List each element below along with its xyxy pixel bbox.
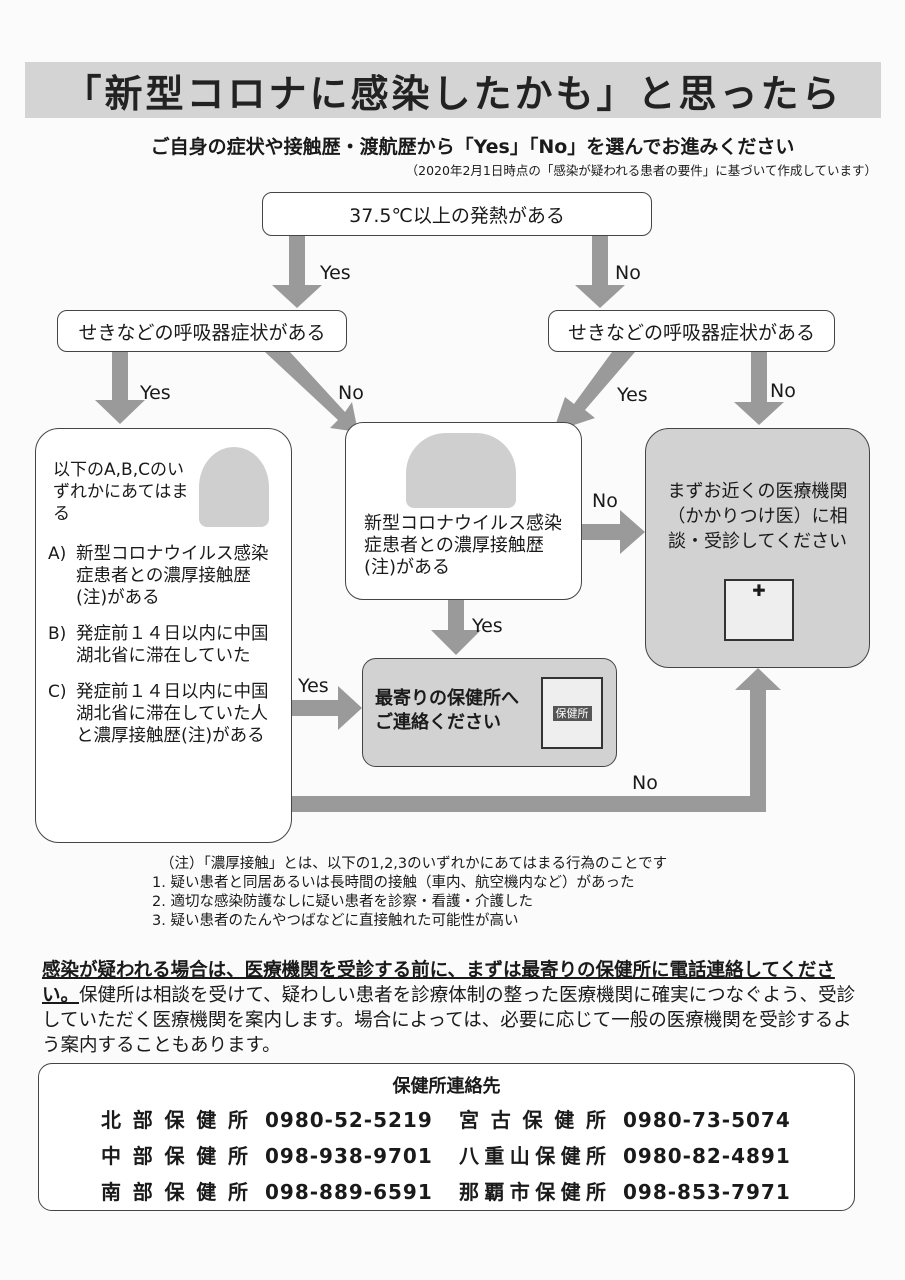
abc-box: 以下のA,B,Cのいずれかにあてはまる A) 新型コロナウイルス感染症患者との濃厚…: [35, 428, 292, 843]
office-phone: 0980-73-5074: [623, 1108, 791, 1132]
condition-text: 発症前１４日以内に中国湖北省に滞在していた: [76, 624, 269, 666]
contact-check-box: 新型コロナウイルス感染症患者との濃厚接触歴(注)がある: [345, 422, 582, 600]
contact-box: 保健所連絡先 北部保健所 0980-52-5219 宮古保健所 0980-73-507…: [38, 1063, 855, 1211]
abc-condition: B) 発症前１４日以内に中国湖北省に滞在していた: [48, 623, 281, 667]
arrow-right-yes: [553, 352, 635, 432]
health-center-box: 最寄りの保健所へご連絡ください 保健所: [362, 658, 617, 767]
thinking-person-illustration: [199, 447, 269, 527]
office-name: 那覇市保健所: [459, 1180, 607, 1204]
condition-key: C): [48, 682, 67, 702]
label-no: No: [338, 382, 364, 404]
subtitle: ご自身の症状や接触歴・渡航歴から「Yes」「No」を選んでお進みください: [150, 136, 795, 158]
contact-row: 南部保健所 098-889-6591: [101, 1176, 433, 1205]
office-phone: 0980-52-5219: [265, 1108, 433, 1132]
office-name: 南部保健所: [101, 1180, 249, 1204]
guidance-emphasis: 感染が疑われる場合は、医療機関を受診する前に、まずは最寄りの保健所に電話連絡して…: [42, 960, 835, 1006]
label-yes: Yes: [320, 262, 351, 284]
arrow-mid-no: [582, 510, 645, 554]
office-name: 八重山保健所: [459, 1144, 607, 1168]
arrow-abc-yes: [292, 686, 362, 730]
abc-title: 以下のA,B,Cのいずれかにあてはまる: [53, 460, 189, 524]
condition-text: 発症前１４日以内に中国湖北省に滞在していた人と濃厚接触歴(注)がある: [76, 682, 269, 746]
hospital-icon: ✚: [724, 579, 794, 641]
resp-right-box: せきなどの呼吸器症状がある: [548, 310, 835, 352]
contact-row: 宮古保健所 0980-73-5074: [459, 1104, 791, 1133]
office-name: 北部保健所: [101, 1108, 249, 1132]
label-yes: Yes: [140, 382, 171, 404]
note-item: 3. 疑い患者のたんやつばなどに直接触れた可能性が高い: [152, 913, 519, 929]
label-no: No: [632, 772, 658, 794]
contact-row: 八重山保健所 0980-82-4891: [459, 1140, 791, 1169]
arrow-fever-no: [575, 236, 625, 308]
contact-row: 中部保健所 098-938-9701: [101, 1140, 433, 1169]
contact-row: 北部保健所 0980-52-5219: [101, 1104, 433, 1133]
label-yes: Yes: [472, 615, 503, 637]
condition-key: A): [48, 544, 67, 564]
label-yes: Yes: [617, 384, 648, 406]
office-phone: 0980-82-4891: [623, 1144, 791, 1168]
condition-key: B): [48, 624, 67, 644]
office-name: 宮古保健所: [459, 1108, 607, 1132]
contact-header: 保健所連絡先: [392, 1076, 501, 1097]
office-name: 中部保健所: [101, 1144, 249, 1168]
office-phone: 098-889-6591: [265, 1180, 433, 1204]
abc-condition: A) 新型コロナウイルス感染症患者との濃厚接触歴(注)がある: [48, 543, 281, 609]
contact-row: 那覇市保健所 098-853-7971: [459, 1176, 791, 1205]
label-no: No: [592, 490, 618, 512]
arrow-left-yes: [95, 352, 145, 424]
arrow-fever-yes: [272, 236, 322, 308]
label-no: No: [770, 380, 796, 402]
abc-condition: C) 発症前１４日以内に中国湖北省に滞在していた人と濃厚接触歴(注)がある: [48, 681, 281, 747]
clinic-text: まずお近くの医療機関（かかりつけ医）に相談・受診してください: [667, 481, 848, 552]
coughing-people-illustration: [406, 433, 516, 508]
page-title: 「新型コロナに感染したかも」と思ったら: [25, 62, 881, 118]
office-phone: 098-938-9701: [265, 1144, 433, 1168]
office-phone: 098-853-7971: [623, 1180, 791, 1204]
guidance-body: 保健所は相談を受けて、疑わしい患者を診療体制の整った医療機関に確実につなぐよう、…: [42, 985, 856, 1056]
guidance-paragraph: 感染が疑われる場合は、医療機関を受診する前に、まずは最寄りの保健所に電話連絡して…: [42, 958, 862, 1058]
arrow-mid-yes: [431, 600, 481, 655]
contact-check-text: 新型コロナウイルス感染症患者との濃厚接触歴(注)がある: [364, 513, 562, 578]
note-item: 2. 適切な感染防護なしに疑い患者を診察・看護・介護した: [152, 894, 533, 910]
health-center-building-icon: 保健所: [541, 677, 603, 749]
resp-left-box: せきなどの呼吸器症状がある: [57, 310, 347, 352]
notes: （注）「濃厚接触」とは、以下の1,2,3のいずれかにあてはまる行為のことです 1…: [152, 855, 668, 931]
fever-box: 37.5℃以上の発熱がある: [262, 192, 652, 236]
label-no: No: [615, 262, 641, 284]
notes-header: （注）「濃厚接触」とは、以下の1,2,3のいずれかにあてはまる行為のことです: [160, 856, 668, 872]
condition-text: 新型コロナウイルス感染症患者との濃厚接触歴(注)がある: [76, 544, 269, 608]
label-yes: Yes: [298, 675, 329, 697]
health-center-text: 最寄りの保健所へご連絡ください: [375, 688, 519, 733]
arrow-abc-no: [292, 668, 781, 812]
basis-note: （2020年2月1日時点の「感染が疑われる患者の要件」に基づいて作成しています）: [405, 163, 877, 178]
clinic-box: まずお近くの医療機関（かかりつけ医）に相談・受診してください ✚: [645, 428, 870, 668]
arrow-right-no: [734, 352, 784, 425]
note-item: 1. 疑い患者と同居あるいは長時間の接触（車内、航空機内など）があった: [152, 875, 635, 891]
arrow-left-no: [265, 352, 358, 432]
